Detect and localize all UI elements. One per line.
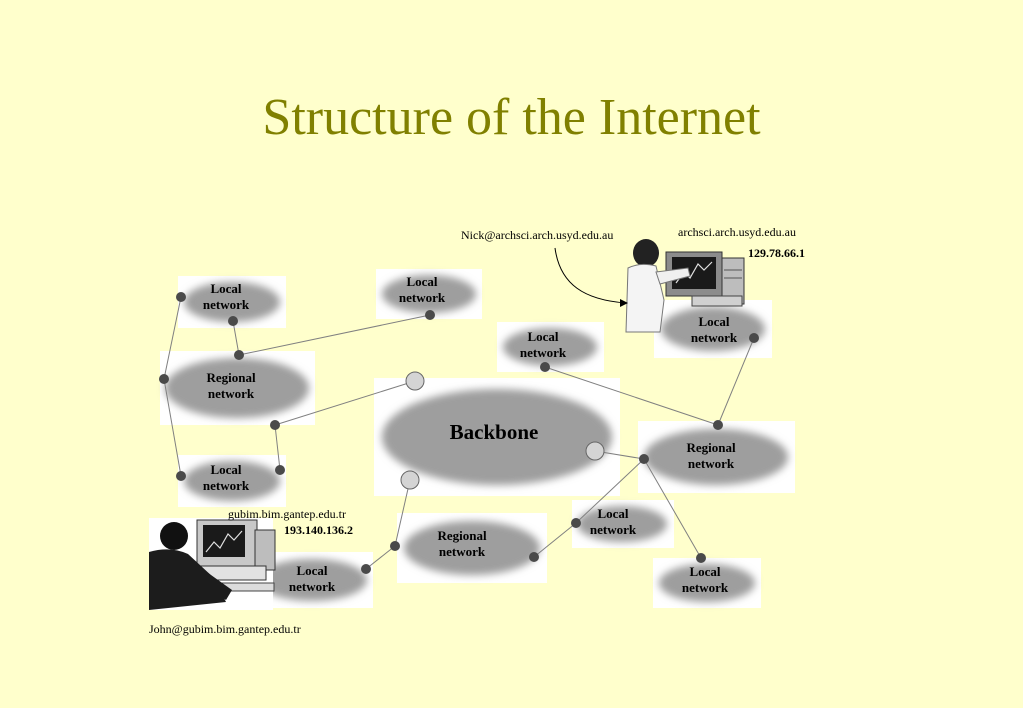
svg-text:Local: Local — [210, 462, 241, 477]
page-title: Structure of the Internet — [262, 89, 761, 146]
local-network-8-label: Local network — [289, 563, 336, 594]
svg-text:Local: Local — [689, 564, 720, 579]
svg-text:Regional: Regional — [437, 528, 487, 543]
john-email-label: John@gubim.bim.gantep.edu.tr — [149, 622, 301, 636]
svg-text:Local: Local — [698, 314, 729, 329]
connection-dots — [159, 292, 759, 574]
svg-text:network: network — [289, 579, 336, 594]
nick-hostname-label: archsci.arch.usyd.edu.au — [678, 225, 796, 239]
local-network-5-label: Local network — [691, 314, 738, 345]
nick-email-label: Nick@archsci.arch.usyd.edu.au — [461, 228, 613, 242]
arrowhead-icon — [620, 299, 628, 307]
john-workstation-icon — [149, 518, 276, 610]
nick-workstation-icon — [625, 239, 745, 333]
nick-ip-label: 129.78.66.1 — [748, 246, 805, 260]
connection-lines — [163, 296, 755, 570]
svg-text:Regional: Regional — [686, 440, 736, 455]
svg-text:Local: Local — [406, 274, 437, 289]
svg-text:network: network — [520, 345, 567, 360]
svg-text:network: network — [203, 478, 250, 493]
local-network-6-label: Local network — [590, 506, 637, 537]
svg-text:network: network — [688, 456, 735, 471]
svg-text:Local: Local — [597, 506, 628, 521]
svg-text:network: network — [399, 290, 446, 305]
nick-pointer-arrow — [554, 247, 627, 304]
cloud-shapes — [165, 275, 788, 602]
svg-text:network: network — [208, 386, 255, 401]
local-network-1-label: Local network — [203, 281, 250, 312]
regional-network-2-label: Regional network — [686, 440, 736, 471]
svg-text:network: network — [203, 297, 250, 312]
local-network-4-label: Local network — [520, 329, 567, 360]
backbone-label: Backbone — [450, 420, 539, 444]
svg-text:Local: Local — [296, 563, 327, 578]
local-network-7-label: Local network — [682, 564, 729, 595]
regional-network-3-label: Regional network — [437, 528, 487, 559]
svg-text:network: network — [439, 544, 486, 559]
svg-text:network: network — [691, 330, 738, 345]
regional-network-1-label: Regional network — [206, 370, 256, 401]
john-ip-label: 193.140.136.2 — [284, 523, 353, 537]
svg-text:Local: Local — [210, 281, 241, 296]
svg-text:network: network — [590, 522, 637, 537]
local-network-2-label: Local network — [399, 274, 446, 305]
john-hostname-label: gubim.bim.gantep.edu.tr — [228, 507, 346, 521]
svg-text:network: network — [682, 580, 729, 595]
local-network-3-label: Local network — [203, 462, 250, 493]
svg-text:Regional: Regional — [206, 370, 256, 385]
svg-text:Local: Local — [527, 329, 558, 344]
backbone-access-points — [400, 371, 605, 490]
